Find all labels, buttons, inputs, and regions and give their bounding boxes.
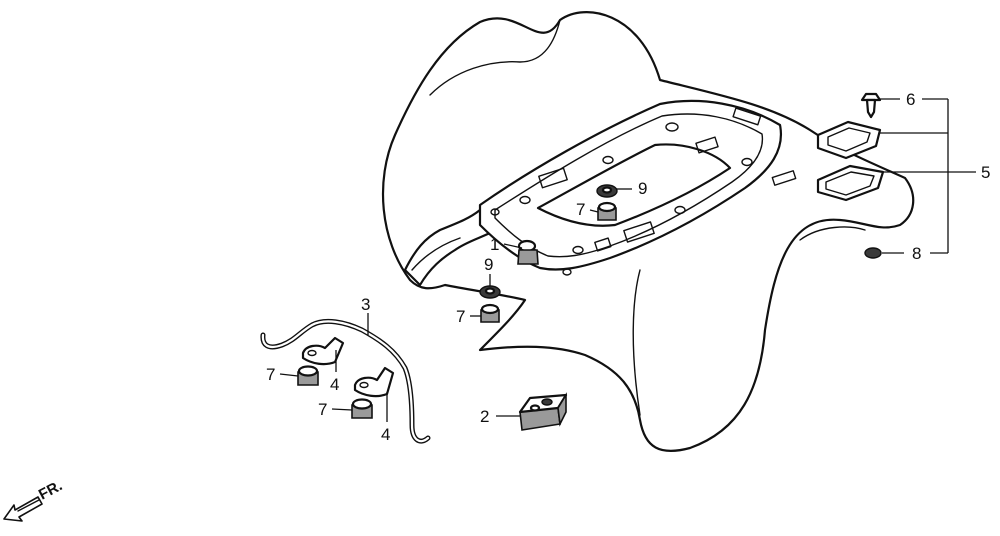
rod-outer bbox=[260, 318, 431, 444]
bracket-lower bbox=[353, 366, 395, 398]
deck-slot-small bbox=[594, 237, 612, 252]
bracket-lower-hole bbox=[359, 381, 369, 389]
nut-left-upper bbox=[297, 365, 319, 386]
deck-slot-top bbox=[695, 136, 719, 154]
mounting-plate-inner bbox=[827, 127, 871, 152]
callout-7c: 7 bbox=[456, 307, 465, 326]
callout-8: 8 bbox=[912, 244, 921, 263]
callout-7a: 7 bbox=[266, 365, 275, 384]
fender-vent-2 bbox=[771, 170, 797, 186]
callout-2: 2 bbox=[480, 407, 489, 426]
callout-7d: 7 bbox=[576, 200, 585, 219]
rod-inner bbox=[261, 320, 430, 443]
bolt-part bbox=[517, 239, 539, 265]
bolt-body bbox=[517, 249, 539, 265]
rear-fender bbox=[381, 11, 915, 453]
fender-hump-line bbox=[429, 19, 561, 96]
deck-hole-3 bbox=[741, 157, 753, 167]
callout-7b: 7 bbox=[318, 400, 327, 419]
washer-part bbox=[864, 247, 882, 259]
reflector-block bbox=[518, 392, 568, 431]
callout-5: 5 bbox=[981, 163, 990, 182]
clip-stem bbox=[865, 98, 877, 119]
grip-rail-detail bbox=[411, 237, 461, 271]
block-knob bbox=[541, 398, 553, 406]
fender-opening bbox=[536, 143, 732, 227]
bracket-upper-hole bbox=[307, 349, 317, 357]
deck-hole-2 bbox=[602, 155, 614, 165]
deck-slot-right bbox=[623, 221, 655, 243]
front-direction-indicator: FR. bbox=[3, 477, 65, 522]
block-knob-2 bbox=[529, 404, 541, 412]
nut-left-lower-top bbox=[351, 398, 373, 410]
nut-upper-top bbox=[597, 201, 617, 213]
fender-center-contour bbox=[632, 269, 641, 416]
grommet-lower-hole bbox=[484, 287, 496, 295]
bracket-upper bbox=[301, 336, 345, 366]
front-arrow-line bbox=[17, 499, 40, 512]
callout-4b: 4 bbox=[381, 425, 390, 444]
callout-4a: 4 bbox=[330, 375, 339, 394]
deck-hole-1 bbox=[665, 122, 679, 132]
leader-1 bbox=[503, 243, 523, 249]
mounting-plate bbox=[816, 120, 882, 160]
leader-lines bbox=[279, 98, 976, 422]
nut-left-lower bbox=[351, 398, 373, 419]
fender-right-contour bbox=[799, 226, 866, 241]
deck-slot-left bbox=[538, 167, 568, 189]
nut-left-upper-top bbox=[297, 365, 319, 377]
nut-lower bbox=[480, 303, 500, 323]
fender-plate-inner bbox=[825, 171, 875, 196]
deck-hole-4 bbox=[674, 205, 686, 215]
leader-7a bbox=[279, 373, 299, 377]
callout-3: 3 bbox=[361, 295, 370, 314]
deck-hole-5 bbox=[519, 195, 531, 205]
fender-vent-1 bbox=[732, 107, 762, 126]
callout-6: 6 bbox=[906, 90, 915, 109]
callout-9a: 9 bbox=[638, 179, 647, 198]
grommet-upper bbox=[596, 184, 618, 198]
nut-upper bbox=[597, 201, 617, 221]
deck-inner-rim bbox=[494, 113, 764, 258]
clip-part bbox=[860, 92, 882, 119]
deck-hole-8 bbox=[562, 268, 572, 276]
nut-lower-top bbox=[480, 303, 500, 315]
callout-9b: 9 bbox=[484, 255, 493, 274]
leader-7b bbox=[331, 408, 353, 411]
rod-assembly bbox=[260, 318, 431, 444]
grommet-upper-hole bbox=[601, 186, 613, 194]
callout-1: 1 bbox=[490, 235, 499, 254]
callout-numbers: 1 2 3 4 4 5 6 7 7 7 7 8 9 9 bbox=[266, 90, 990, 444]
deck-hole-6 bbox=[572, 245, 584, 255]
deck-hole-7 bbox=[490, 208, 500, 216]
leader-7d bbox=[589, 209, 599, 213]
grommet-lower bbox=[479, 285, 501, 299]
block-side bbox=[557, 392, 567, 427]
